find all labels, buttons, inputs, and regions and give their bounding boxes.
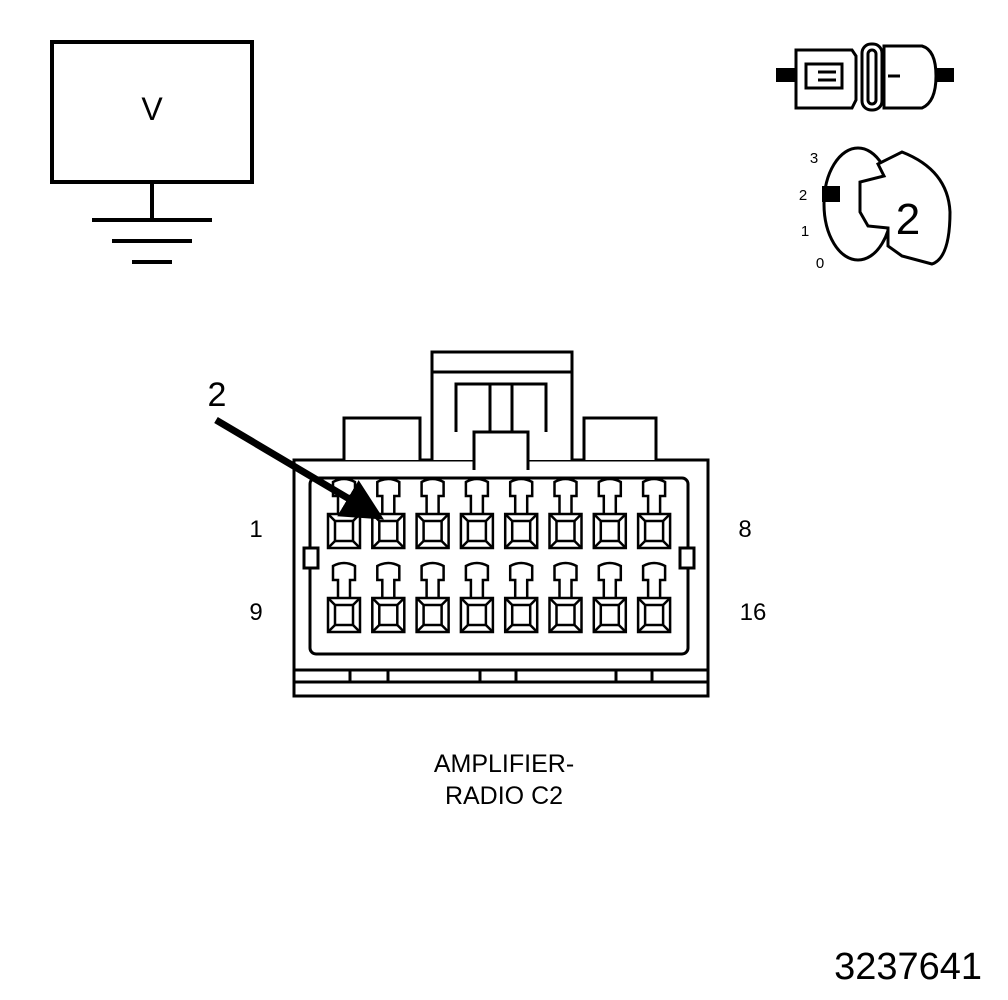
connector-disconnect-icon [776, 42, 954, 112]
cavity-14 [548, 561, 583, 634]
cavity-11 [415, 561, 450, 634]
cavity-4 [459, 477, 495, 550]
ignition-position-2: 2 [799, 187, 807, 204]
ignition-key-icon [822, 146, 952, 266]
ignition-position-3: 3 [810, 150, 818, 167]
row2-start-label: 9 [249, 599, 262, 626]
row2-end-label: 16 [740, 599, 767, 626]
cavity-15 [592, 561, 628, 634]
cavity-12 [459, 561, 495, 634]
ignition-position-0: 0 [816, 255, 824, 272]
row1-start-label: 1 [249, 516, 262, 543]
voltmeter-icon [50, 40, 254, 220]
pointer-label: 2 [208, 376, 227, 414]
row1-end-label: 8 [738, 516, 751, 543]
cavity-10 [371, 561, 406, 634]
figure-id: 3237641 [834, 946, 982, 988]
ground-icon [92, 218, 212, 264]
cavity-5 [503, 477, 539, 550]
cavity-7 [592, 477, 628, 550]
connector-cavities [326, 477, 672, 634]
caption-line-2: RADIO C2 [444, 782, 564, 810]
caption-line-1: AMPLIFIER- [433, 750, 575, 778]
cavity-3 [415, 477, 450, 550]
cavity-13 [503, 561, 539, 634]
cavity-6 [548, 477, 583, 550]
ignition-key-position-label: 2 [896, 195, 920, 244]
pointer-arrow [214, 416, 385, 520]
ignition-position-1: 1 [801, 223, 809, 240]
cavity-9 [326, 561, 362, 634]
connector-caption: AMPLIFIER- RADIO C2 [0, 748, 1008, 812]
cavity-16 [636, 561, 672, 634]
cavity-8 [636, 477, 672, 550]
voltmeter-label: V [141, 91, 163, 127]
